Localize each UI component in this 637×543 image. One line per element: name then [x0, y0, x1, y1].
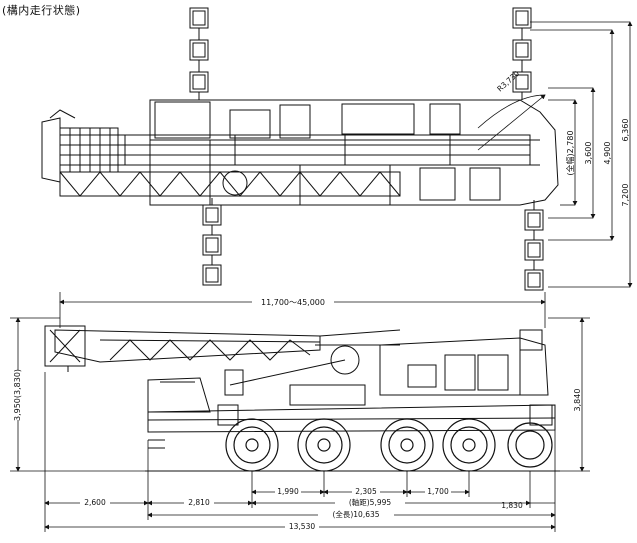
- bottom-dimensions: [44, 372, 556, 532]
- dim-3600: 3,600: [584, 142, 593, 165]
- top-view-dimensions: [530, 21, 633, 288]
- radius-label: R3,730: [495, 69, 521, 94]
- dim-overall-length: (全長)10,635: [332, 509, 379, 519]
- bg-wb: [335, 497, 405, 507]
- dim-front-overhang: 2,600: [84, 498, 106, 507]
- wheels: [225, 418, 553, 472]
- wheel-4: [442, 418, 496, 472]
- dim-height-right: 3,840: [573, 389, 582, 412]
- dim-total-length: 13,530: [289, 522, 315, 531]
- dim-axle-1: 1,990: [277, 487, 299, 496]
- dim-rear-overhang: 1,830: [501, 501, 523, 510]
- dim-axle-3: 1,700: [427, 487, 449, 496]
- dim-axle-2: 2,305: [355, 487, 377, 496]
- height-dimensions: [10, 317, 590, 472]
- boom-label-bg: [252, 297, 334, 307]
- top-boom: [41, 109, 531, 197]
- wheel-2: [297, 418, 351, 472]
- bg-a1: [275, 486, 301, 496]
- height-left-bg: [12, 370, 24, 420]
- drawing-caption: (構内走行状態): [2, 4, 81, 17]
- outrigger-stack-left: [189, 7, 222, 286]
- dim-wheelbase: (軸距)5,995: [349, 497, 392, 507]
- bg-a2: [352, 486, 380, 496]
- bg-front: [80, 497, 110, 507]
- dim-cab-to-axle: 2,810: [188, 498, 210, 507]
- bg-a3: [425, 486, 451, 496]
- dim-4900: 4,900: [603, 142, 612, 165]
- wheel-5: [507, 422, 553, 468]
- dim-boom-length: 11,700～45,000: [261, 298, 325, 307]
- dim-overall-width: (全幅)2,780: [565, 130, 575, 175]
- wheel-3: [380, 418, 434, 472]
- dim-7200: 7,200: [621, 184, 630, 207]
- bg-len: [318, 509, 394, 519]
- dim-6360: 6,360: [621, 119, 630, 142]
- bg-cab: [184, 497, 214, 507]
- dim-height-left: 3,950(3,830): [13, 369, 22, 421]
- bg-total: [285, 521, 319, 531]
- outrigger-stack-right: [512, 7, 544, 291]
- wheel-1: [225, 418, 279, 472]
- top-view: [41, 7, 559, 291]
